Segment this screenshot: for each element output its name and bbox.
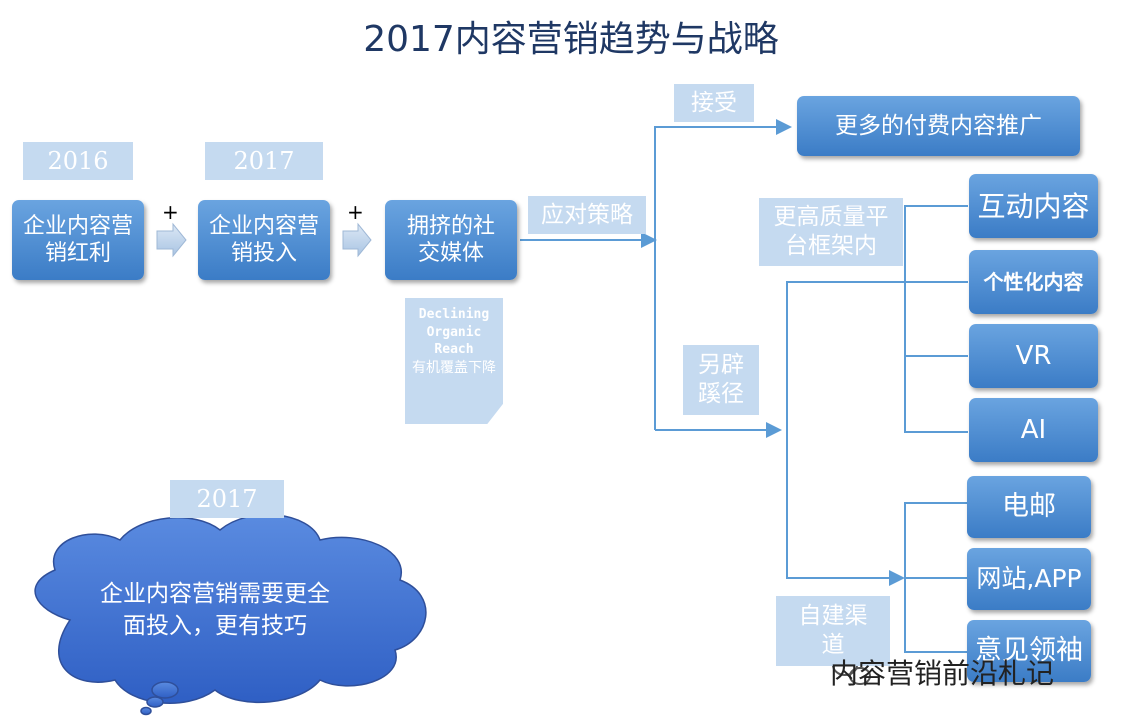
higher-quality-platform-label: 更高质量平台框架内 [759,198,903,266]
alternative-path-label: 另辟蹊径 [683,345,759,415]
accept-label: 接受 [674,84,754,122]
self-built-channel-label: 自建渠道 [776,596,890,666]
vr-box: VR [969,324,1098,388]
note-chinese: 有机覆盖下降 [412,359,496,376]
page-title: 2017内容营销趋势与战略 [363,19,779,60]
email-box: 电邮 [967,476,1091,538]
year-label-2016: 2016 [23,142,133,180]
thought-cloud [34,513,427,716]
declining-reach-note: Declining Organic Reach 有机覆盖下降 [405,298,503,424]
plus-sign-2: + [347,200,364,224]
ai-box: AI [969,398,1098,462]
interactive-content-box: 互动内容 [969,174,1098,238]
year-label-2017: 2017 [205,142,323,180]
note-english: Declining Organic Reach [418,307,490,358]
flow-box-investment: 企业内容营销投入 [198,200,330,280]
opinion-leader-box: 意见领袖 [967,620,1091,682]
personalized-content-box: 个性化内容 [969,250,1098,314]
watermark: 内容营销前沿札记 [830,657,1055,690]
paid-content-box: 更多的付费内容推广 [797,96,1080,156]
year-label-2017-bottom: 2017 [170,480,284,518]
flow-box-dividend: 企业内容营销红利 [12,200,144,280]
flow-box-crowded-social: 拥挤的社交媒体 [385,200,517,280]
strategy-label: 应对策略 [528,196,646,234]
cloud-text: 企业内容营销需要更全面投入，更有技巧 [100,581,330,640]
plus-sign-1: + [162,200,179,224]
website-app-box: 网站,APP [967,548,1091,610]
flow-arrow-2 [342,222,372,258]
flow-arrow-1 [156,222,187,258]
